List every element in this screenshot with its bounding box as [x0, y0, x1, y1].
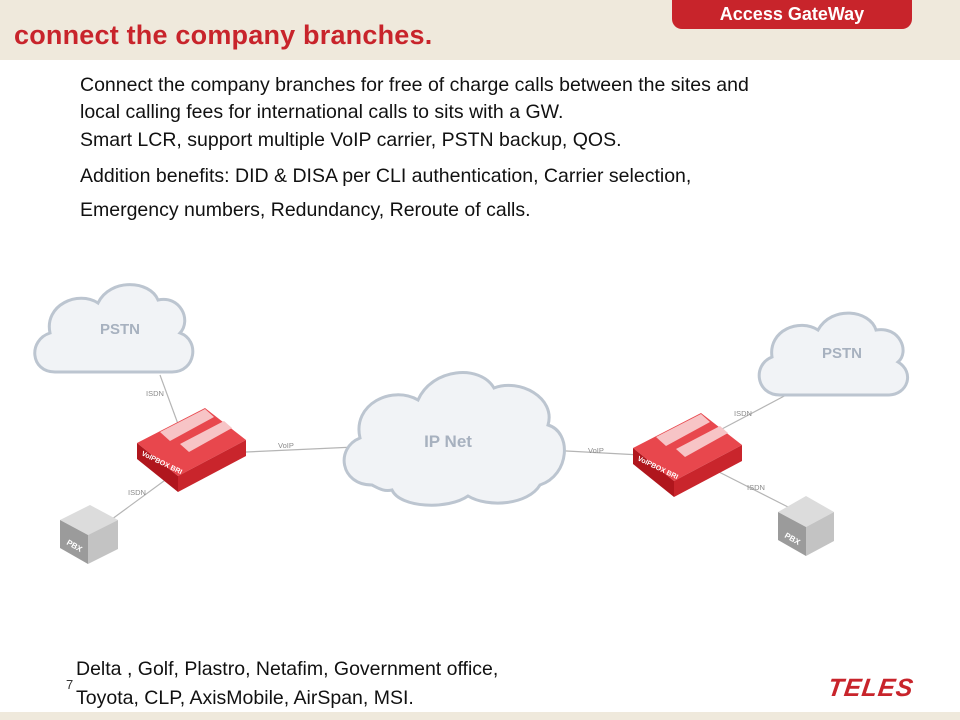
- link-isdn-left-bottom: [107, 477, 169, 523]
- ip-net-label: IP Net: [424, 432, 472, 451]
- teles-logo: TELES: [826, 674, 916, 702]
- slide-number: 7: [66, 677, 74, 692]
- link-isdn-right-bottom: [714, 469, 791, 509]
- voipbox-gateway-right: VoIPBOX BRI: [633, 413, 742, 497]
- body-line-4: Addition benefits: DID & DISA per CLI au…: [80, 165, 692, 187]
- link-voip-left: [245, 446, 356, 453]
- customer-line-2: Toyota, CLP, AxisMobile, AirSpan, MSI.: [76, 687, 414, 709]
- voip-label-right: VoIP: [588, 446, 604, 455]
- voip-label-left: VoIP: [278, 441, 294, 450]
- pbx-box-right: PBX: [778, 496, 834, 556]
- pbx-box-left: PBX: [60, 505, 118, 564]
- isdn-label-right-top: ISDN: [734, 409, 752, 418]
- pstn-cloud-left: PSTN: [33, 283, 195, 374]
- pstn-cloud-right: PSTN: [757, 311, 910, 397]
- body-line-3: Smart LCR, support multiple VoIP carrier…: [80, 129, 622, 151]
- isdn-label-left-top: ISDN: [146, 389, 164, 398]
- isdn-label-left-bottom: ISDN: [128, 488, 146, 497]
- section-badge: Access GateWay: [672, 0, 912, 29]
- body-line-1: Connect the company branches for free of…: [80, 74, 749, 96]
- voipbox-gateway-left: VoIPBOX BRI: [137, 408, 246, 492]
- customer-line-1: Delta , Golf, Plastro, Netafim, Governme…: [76, 658, 499, 680]
- slide-title: connect the company branches.: [14, 20, 433, 50]
- link-isdn-right-top: [719, 392, 791, 431]
- body-line-5: Emergency numbers, Redundancy, Reroute o…: [80, 199, 531, 221]
- isdn-label-right-bottom: ISDN: [747, 483, 765, 492]
- body-line-2: local calling fees for international cal…: [80, 101, 564, 123]
- pstn-left-label: PSTN: [100, 321, 140, 338]
- customer-list: Delta , Golf, Plastro, Netafim, Governme…: [76, 655, 498, 713]
- pstn-right-label: PSTN: [822, 345, 862, 362]
- footer-band: [0, 712, 960, 720]
- network-diagram: PSTN PSTN IP Net ISDN ISDN VoIP VoIP ISD…: [33, 283, 910, 564]
- ip-net-cloud: IP Net: [342, 371, 566, 507]
